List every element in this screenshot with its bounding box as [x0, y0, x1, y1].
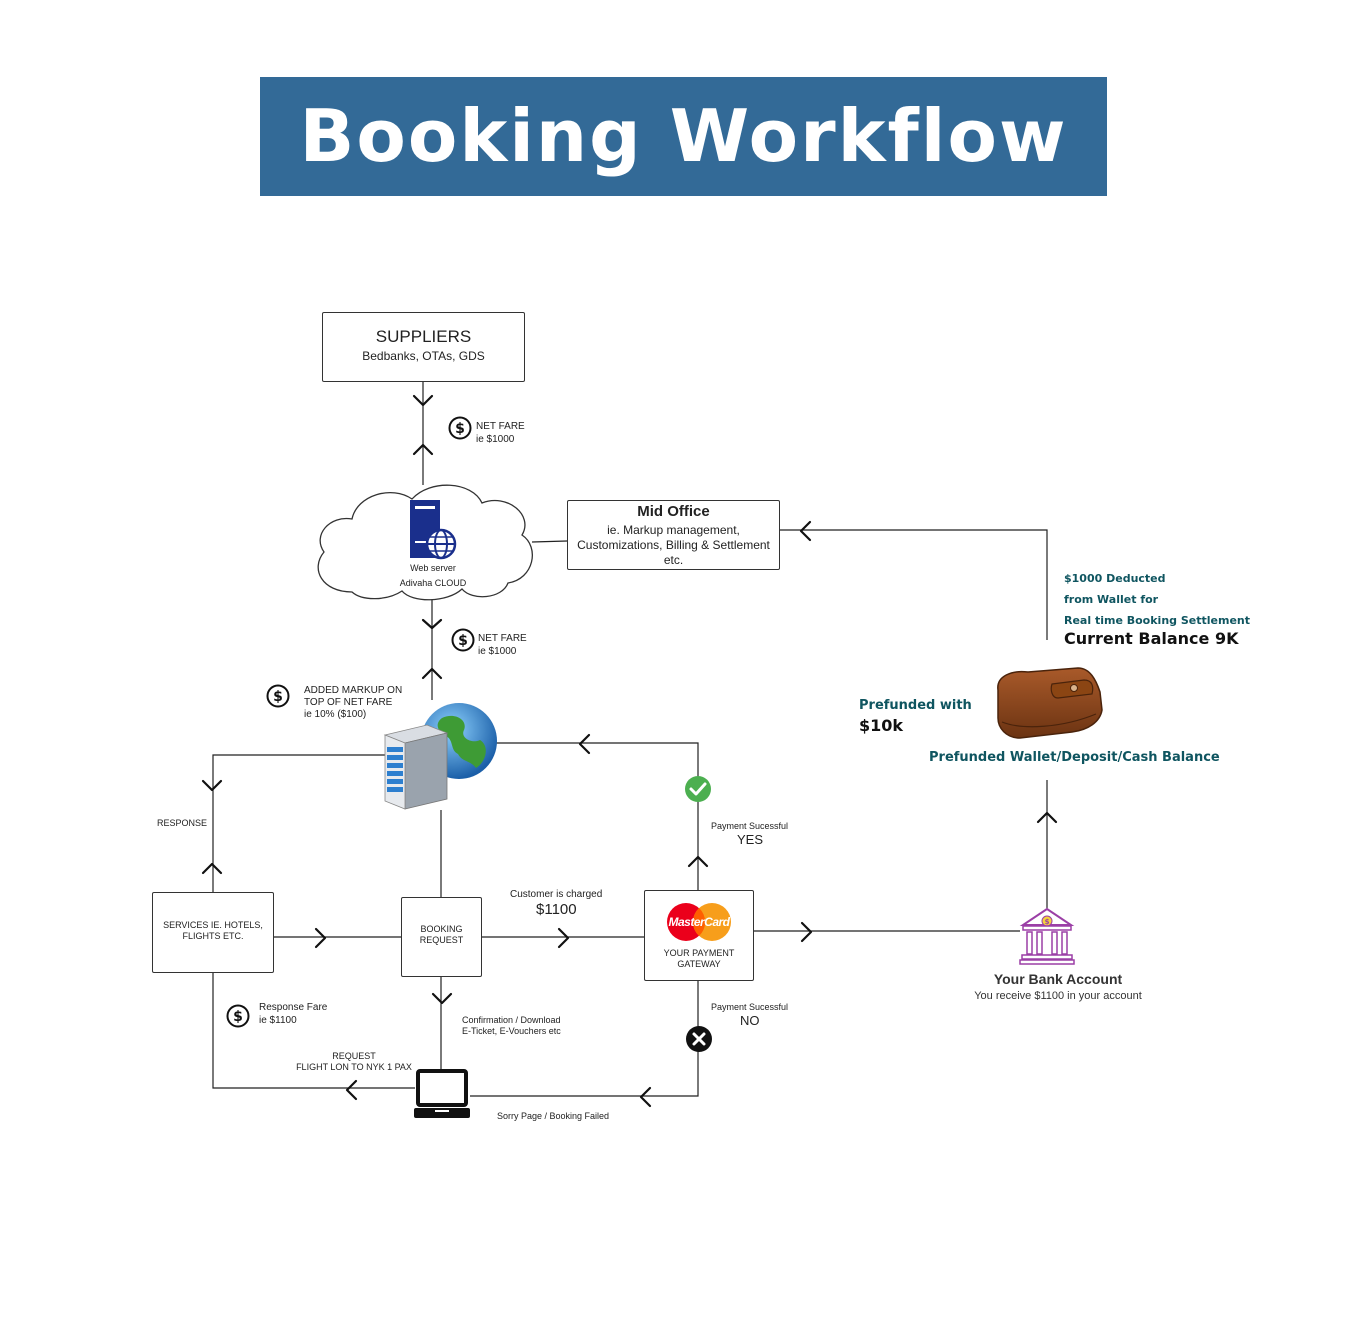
charged-label: Customer is charged [510, 889, 603, 900]
wallet-icon [992, 666, 1104, 745]
services-box [152, 892, 274, 973]
prefund-amount: $10k [859, 716, 904, 735]
bank-title: Your Bank Account [993, 971, 1123, 987]
svg-text:$: $ [455, 421, 465, 437]
markup-line2: TOP OF NET FARE [304, 697, 393, 708]
sorry-label: Sorry Page / Booking Failed [497, 1111, 610, 1121]
booking-line1: BOOKING [420, 924, 463, 934]
booking-request-box [401, 897, 482, 977]
dollar-icon: $ [451, 628, 475, 657]
response-fare-value: ie $1100 [259, 1015, 297, 1026]
mastercard-text: MasterCard [668, 915, 730, 929]
gateway-line1: YOUR PAYMENT [663, 948, 735, 958]
bank-subtitle: You receive $1100 in your account [974, 990, 1142, 1002]
mid-office-title: Mid Office [637, 503, 710, 520]
confirmation-line2: E-Ticket, E-Vouchers etc [462, 1026, 561, 1036]
mid-office-box [567, 500, 780, 570]
cross-icon [685, 1025, 713, 1058]
suppliers-subtitle: Bedbanks, OTAs, GDS [362, 349, 485, 363]
gateway-line2: GATEWAY [677, 959, 721, 969]
confirmation-line1: Confirmation / Download [462, 1015, 561, 1025]
svg-text:$: $ [1045, 918, 1050, 926]
dollar-icon: $ [266, 684, 290, 713]
payment-yes-label: Payment Sucessful [711, 821, 789, 831]
mastercard-logo [666, 901, 732, 948]
cloud-label: Adivaha CLOUD [399, 578, 467, 588]
web-server-label: Web server [410, 563, 456, 573]
wallet-from: from Wallet for [1064, 593, 1159, 606]
mid-office-line1: ie. Markup management, [607, 523, 740, 537]
app-server-icon [383, 723, 449, 816]
response-label: RESPONSE [157, 818, 208, 828]
suppliers-box [322, 312, 525, 382]
markup-line1: ADDED MARKUP ON [304, 685, 403, 696]
mid-office-line3: etc. [663, 553, 684, 567]
page-title: Booking Workflow [299, 94, 1068, 178]
dollar-icon: $ [226, 1004, 250, 1033]
title-banner [260, 77, 1107, 196]
current-balance: Current Balance 9K [1064, 629, 1239, 648]
net-fare-top-label: NET FARE [476, 421, 525, 432]
request-line2: FLIGHT LON TO NYK 1 PAX [296, 1062, 412, 1072]
payment-no-label: Payment Sucessful [711, 1002, 789, 1012]
net-fare-mid-label: NET FARE [478, 633, 527, 644]
check-icon [684, 775, 712, 808]
wallet-settlement: Real time Booking Settlement [1064, 614, 1250, 627]
svg-text:$: $ [458, 633, 468, 649]
wallet-caption: Prefunded Wallet/Deposit/Cash Balance [929, 750, 1220, 765]
services-line1: SERVICES IE. HOTELS, [163, 920, 263, 930]
charged-amount: $1100 [536, 901, 577, 918]
svg-text:$: $ [233, 1009, 243, 1025]
payment-yes-value: YES [737, 832, 764, 847]
svg-text:$: $ [273, 689, 283, 705]
laptop-icon [413, 1069, 471, 1126]
wallet-deducted: $1000 Deducted [1064, 572, 1166, 585]
server-icon [408, 498, 458, 565]
suppliers-title: SUPPLIERS [375, 327, 472, 346]
mid-office-line2: Customizations, Billing & Settlement [577, 538, 770, 552]
bank-icon: $ [1019, 907, 1075, 972]
booking-line2: REQUEST [419, 935, 464, 945]
markup-line3: ie 10% ($100) [304, 709, 367, 720]
response-fare-label: Response Fare [259, 1002, 328, 1013]
prefund-label: Prefunded with [859, 698, 972, 713]
request-line1: REQUEST [332, 1051, 376, 1061]
payment-no-value: NO [740, 1013, 760, 1028]
dollar-icon: $ [448, 416, 472, 445]
net-fare-top-value: ie $1000 [476, 434, 515, 445]
net-fare-mid-value: ie $1000 [478, 646, 517, 657]
services-line2: FLIGHTS ETC. [182, 931, 244, 941]
